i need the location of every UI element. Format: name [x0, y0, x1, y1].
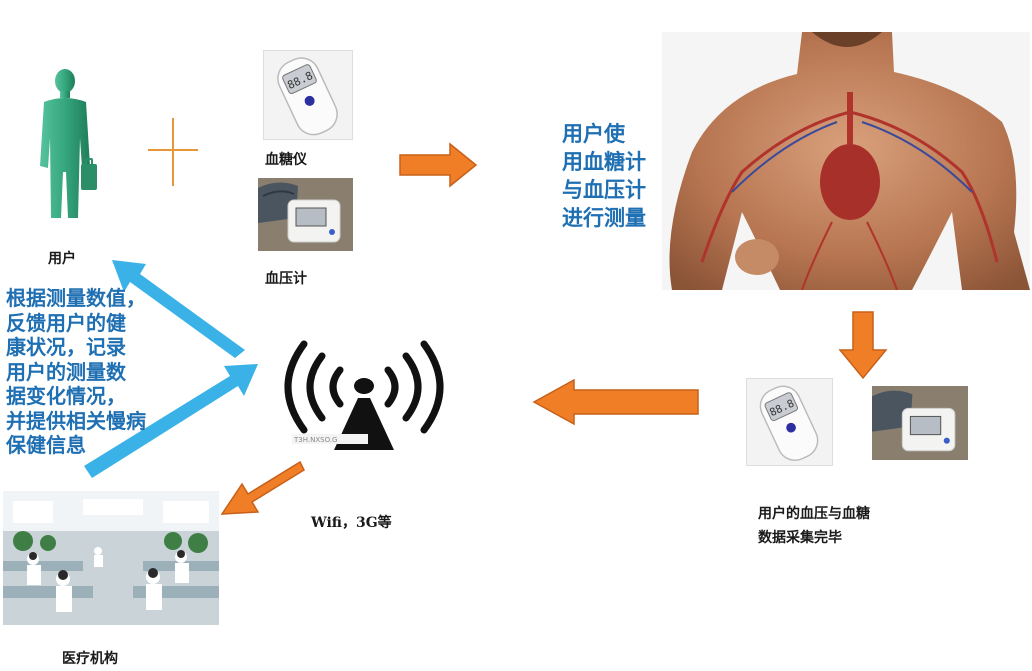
glucometer-icon: 88.8: [759, 385, 819, 462]
arrow-down-left: [220, 460, 305, 515]
glucometer-photo: 88.8: [263, 50, 353, 140]
person-icon: [40, 69, 97, 218]
watermark-text: T3H.NXSO.G: [293, 436, 337, 444]
user-label: 用户: [48, 251, 76, 267]
bp-monitor-icon: [872, 386, 968, 460]
blue-chevron-arrows: [84, 260, 258, 478]
glucometer-icon: 88.8: [277, 57, 338, 136]
feedback-line: 据变化情况，: [6, 384, 126, 408]
collected-line: 用户的血压与血糖: [758, 506, 870, 522]
bp-monitor-photo: [258, 178, 353, 251]
arrow-right-top: [399, 142, 478, 188]
glucose-meter-label: 血糖仪: [265, 152, 307, 168]
plus-icon: [148, 118, 198, 186]
arrow-left-middle: [532, 378, 699, 426]
feedback-line: 康状况，记录: [6, 335, 126, 359]
measure-line: 用户使: [562, 122, 625, 146]
feedback-text: 根据测量数值， 反馈用户的健 康状况，记录 用户的测量数 据变化情况， 并提供相…: [6, 286, 146, 458]
feedback-line: 并提供相关慢病: [6, 408, 146, 433]
arrow-down: [838, 311, 888, 380]
torso-icon: [669, 32, 1030, 290]
collected-line: 数据采集完毕: [758, 530, 842, 546]
feedback-line: 根据测量数值，: [6, 286, 146, 310]
torso-photo: [662, 32, 1030, 290]
hospital-office-icon: [3, 491, 219, 625]
medical-office-photo: [3, 491, 219, 625]
bp-monitor-icon: [258, 178, 353, 251]
feedback-line: 用户的测量数: [6, 359, 126, 384]
feedback-line: 反馈用户的健: [6, 310, 126, 335]
bp-monitor-photo-2: [872, 386, 968, 460]
bp-meter-label: 血压计: [265, 271, 307, 287]
measure-line: 与血压计: [562, 178, 646, 202]
measure-line: 进行测量: [562, 206, 646, 230]
measure-text: 用户使 用血糖计 与血压计 进行测量: [562, 120, 646, 232]
glucometer-photo-2: 88.8: [746, 378, 833, 466]
measure-line: 用血糖计: [562, 150, 646, 174]
network-label: Wifi，3G等: [311, 515, 392, 531]
collected-text: 用户的血压与血糖 数据采集完毕: [758, 502, 870, 550]
wifi-tower-icon: T3H.NXSO.G: [284, 340, 444, 450]
medical-label: 医疗机构: [62, 651, 118, 667]
feedback-line: 保健信息: [6, 433, 86, 457]
